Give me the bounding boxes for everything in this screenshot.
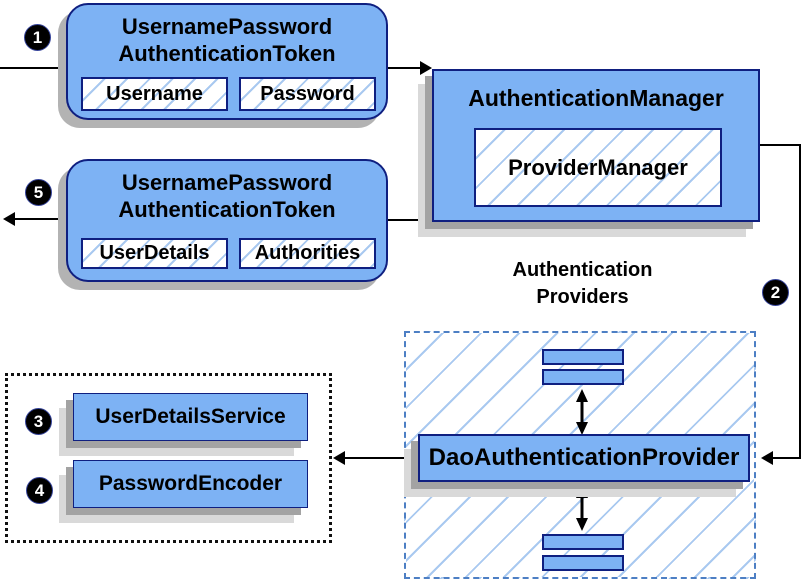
dao-authentication-provider-label: DaoAuthenticationProvider [428, 444, 740, 471]
provider-placeholder-bar [542, 369, 624, 385]
request-token-box: UsernamePassword AuthenticationToken Use… [66, 3, 388, 120]
bidirectional-arrow-icon [576, 485, 588, 531]
request-token-title-line1: UsernamePassword [121, 14, 333, 39]
authorities-field-label: Authorities [254, 242, 361, 264]
dao-dependencies-container [5, 373, 332, 543]
step-badge-2: 2 [762, 279, 789, 306]
step-number: 2 [770, 282, 781, 302]
connector-line [13, 218, 66, 220]
provider-manager-box: ProviderManager [474, 128, 722, 207]
response-token-title-line1: UsernamePassword [121, 170, 333, 195]
step-badge-5: 5 [25, 179, 52, 206]
step-number: 4 [34, 480, 45, 500]
response-token-box: UsernamePassword AuthenticationToken Use… [66, 159, 388, 282]
provider-manager-label: ProviderManager [508, 154, 688, 180]
request-token-title: UsernamePassword AuthenticationToken [68, 5, 386, 67]
step-badge-1: 1 [24, 24, 51, 51]
response-token-title: UsernamePassword AuthenticationToken [68, 161, 386, 223]
provider-placeholder-bar [542, 349, 624, 365]
authorities-field-box: Authorities [239, 238, 376, 269]
request-token-title-line2: AuthenticationToken [118, 41, 336, 66]
bidirectional-arrow-icon [576, 389, 588, 435]
connector-line [760, 144, 801, 146]
response-token-title-line2: AuthenticationToken [118, 197, 336, 222]
step-number: 1 [32, 27, 43, 47]
connector-line [799, 144, 801, 459]
providers-group-title: Authentication Providers [440, 257, 725, 311]
arrowhead-left-icon [761, 451, 773, 465]
password-field-box: Password [239, 77, 376, 111]
username-field-label: Username [106, 82, 203, 105]
connector-line [388, 219, 433, 221]
providers-group-title-line2: Providers [536, 286, 629, 308]
connector-line [388, 67, 421, 69]
connector-line [773, 457, 801, 459]
connector-line [344, 457, 418, 459]
password-encoder-box: PasswordEncoder [73, 460, 308, 508]
step-number: 3 [33, 411, 44, 431]
step-badge-3: 3 [25, 408, 52, 435]
password-encoder-label: PasswordEncoder [98, 472, 283, 495]
arrowhead-left-icon [3, 212, 15, 226]
providers-group-title-line1: Authentication [512, 259, 653, 281]
arrowhead-left-icon [333, 451, 345, 465]
userdetails-field-box: UserDetails [81, 238, 228, 269]
user-details-service-label: UserDetailsService [95, 405, 286, 428]
authentication-manager-title: AuthenticationManager [468, 85, 724, 111]
username-field-box: Username [81, 77, 228, 111]
step-badge-4: 4 [26, 477, 53, 504]
provider-placeholder-bar [542, 534, 624, 550]
userdetails-field-label: UserDetails [99, 242, 210, 264]
password-field-label: Password [260, 82, 355, 105]
step-number: 5 [33, 182, 44, 202]
connector-line [0, 67, 66, 69]
arrowhead-right-icon [420, 61, 432, 75]
provider-placeholder-bar [542, 555, 624, 571]
user-details-service-box: UserDetailsService [73, 393, 308, 441]
dao-authentication-provider-box: DaoAuthenticationProvider [418, 434, 750, 482]
authentication-manager-box: AuthenticationManager ProviderManager [432, 69, 760, 222]
